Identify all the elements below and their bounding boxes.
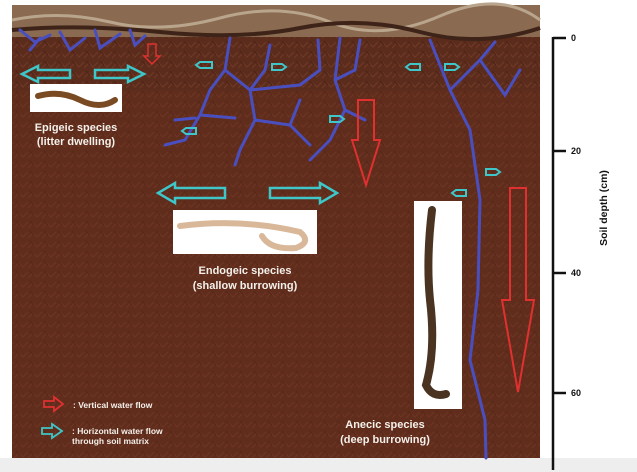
legend-horizontal-arrow-icon <box>41 422 64 440</box>
axis-title: Soil depth (cm) <box>598 170 610 246</box>
epigeic-label: Epigeic species <box>35 122 118 134</box>
tick-0: 0 <box>571 33 576 43</box>
tick-60: 60 <box>571 388 581 398</box>
endogeic-label: Endogeic species <box>199 265 292 277</box>
vertical-flow-arrows <box>142 43 536 393</box>
endogeic-sublabel: (shallow burrowing) <box>193 280 298 292</box>
legend-vertical-arrow-icon <box>43 395 65 413</box>
epigeic-worm-photo <box>30 84 122 112</box>
legend-horizontal-sublabel: through soil matrix <box>72 436 149 446</box>
legend: : Vertical water flow : Horizontal water… <box>41 395 163 446</box>
anecic-worm-photo <box>414 201 462 409</box>
tick-20: 20 <box>571 146 581 156</box>
anecic-sublabel: (deep burrowing) <box>340 434 430 446</box>
horizontal-flow-arrows <box>19 61 502 206</box>
depth-axis <box>551 36 566 470</box>
legend-vertical-label: : Vertical water flow <box>73 400 153 410</box>
burrows <box>18 28 522 460</box>
anecic-label: Anecic species <box>345 419 425 431</box>
legend-horizontal-label: : Horizontal water flow <box>72 426 163 436</box>
epigeic-sublabel: (litter dwelling) <box>37 136 116 148</box>
tick-40: 40 <box>571 268 581 278</box>
endogeic-worm-photo <box>173 210 317 254</box>
